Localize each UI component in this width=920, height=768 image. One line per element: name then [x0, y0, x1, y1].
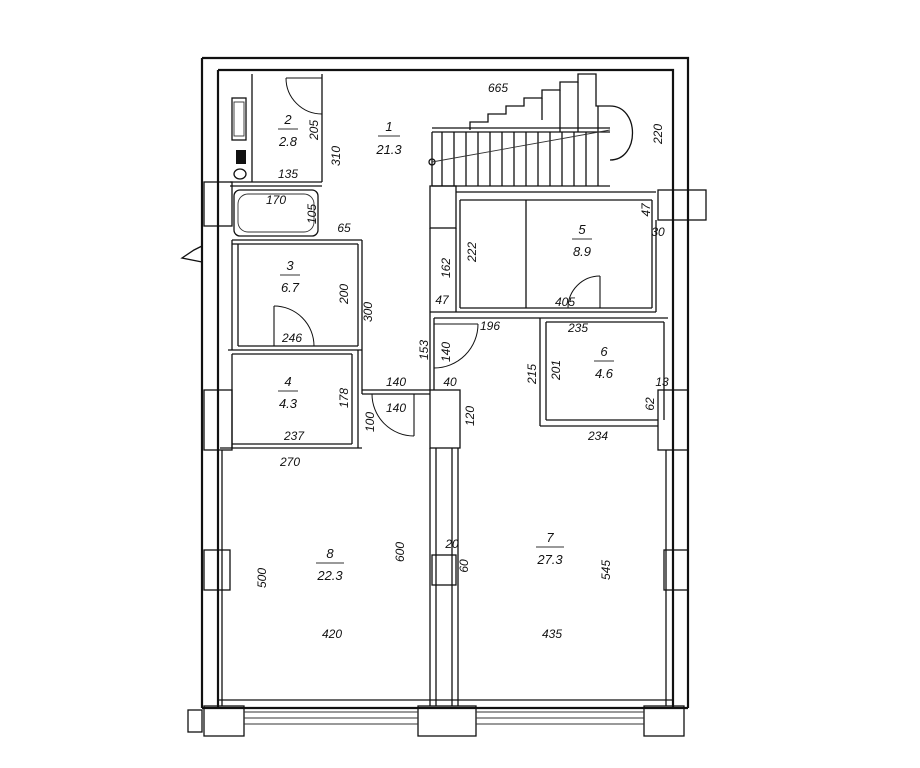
dim-310: 310	[329, 146, 343, 166]
dim-600: 600	[393, 542, 407, 562]
dim-162: 162	[439, 258, 453, 278]
dim-60: 60	[457, 559, 471, 573]
dim-234: 234	[587, 429, 608, 443]
doors	[273, 77, 601, 437]
staircase	[428, 73, 633, 187]
dim-201: 201	[549, 360, 563, 381]
room-2-label: 2 2.8	[278, 112, 298, 149]
svg-text:2.8: 2.8	[278, 134, 298, 149]
dim-246: 246	[281, 331, 302, 345]
dim-405: 405	[555, 295, 575, 309]
dim-665: 665	[488, 81, 508, 95]
dim-500: 500	[255, 568, 269, 588]
dim-40: 40	[443, 375, 457, 389]
bottom-windows	[187, 705, 685, 737]
wall-pillars	[203, 181, 707, 591]
svg-text:4.3: 4.3	[279, 396, 298, 411]
svg-text:7: 7	[546, 530, 554, 545]
dim-300: 300	[361, 302, 375, 322]
interior-walls	[220, 74, 668, 706]
dim-420: 420	[322, 627, 342, 641]
svg-text:22.3: 22.3	[316, 568, 343, 583]
dim-215: 215	[525, 364, 539, 385]
dim-140-vertical: 140	[439, 342, 453, 362]
dim-140-corridor: 140	[386, 375, 406, 389]
svg-text:2: 2	[283, 112, 292, 127]
svg-text:1: 1	[385, 119, 392, 134]
dim-100: 100	[363, 412, 377, 432]
dim-13: 13	[655, 375, 669, 389]
svg-text:6.7: 6.7	[281, 280, 300, 295]
dim-20: 20	[444, 537, 459, 551]
svg-text:27.3: 27.3	[536, 552, 563, 567]
svg-text:3: 3	[286, 258, 294, 273]
outer-walls	[180, 56, 690, 710]
dim-435: 435	[542, 627, 562, 641]
room-5-label: 5 8.9	[572, 222, 592, 259]
svg-text:4: 4	[284, 374, 291, 389]
svg-text:21.3: 21.3	[375, 142, 402, 157]
room-8-label: 8 22.3	[316, 546, 344, 583]
dim-178: 178	[337, 388, 351, 408]
dim-545: 545	[599, 560, 613, 580]
dim-47-top: 47	[639, 202, 653, 217]
dim-222: 222	[465, 242, 479, 263]
svg-text:8: 8	[326, 546, 334, 561]
room-1-label: 1 21.3	[375, 119, 402, 157]
dim-196: 196	[480, 319, 500, 333]
dim-237: 237	[283, 429, 305, 443]
svg-text:5: 5	[578, 222, 586, 237]
dim-153: 153	[417, 340, 431, 360]
dim-270: 270	[279, 455, 300, 469]
dim-62: 62	[643, 397, 657, 411]
room-labels: 1 21.3 2 2.8 3 6.7 4 4.3 5 8.9 6 4.6	[278, 112, 614, 583]
room-4-label: 4 4.3	[278, 374, 298, 411]
dim-47-mid: 47	[435, 293, 450, 307]
dim-135: 135	[278, 167, 298, 181]
dim-205: 205	[307, 120, 321, 141]
svg-text:8.9: 8.9	[573, 244, 591, 259]
dimension-labels: 665 220 205 310 135 170 105 65 47 30 222…	[255, 81, 669, 641]
dim-120: 120	[463, 406, 477, 426]
dim-140-door: 140	[386, 401, 406, 415]
room-6-label: 6 4.6	[594, 344, 614, 381]
svg-text:4.6: 4.6	[595, 366, 614, 381]
dim-30: 30	[651, 225, 665, 239]
dim-200: 200	[337, 284, 351, 305]
room-3-label: 3 6.7	[280, 258, 300, 295]
dim-65: 65	[337, 221, 351, 235]
dim-235: 235	[567, 321, 588, 335]
svg-text:6: 6	[600, 344, 608, 359]
bathroom-fixtures	[231, 97, 247, 180]
dim-105: 105	[305, 204, 319, 224]
dim-170: 170	[266, 193, 286, 207]
room-7-label: 7 27.3	[536, 530, 564, 567]
dim-220: 220	[651, 124, 665, 145]
